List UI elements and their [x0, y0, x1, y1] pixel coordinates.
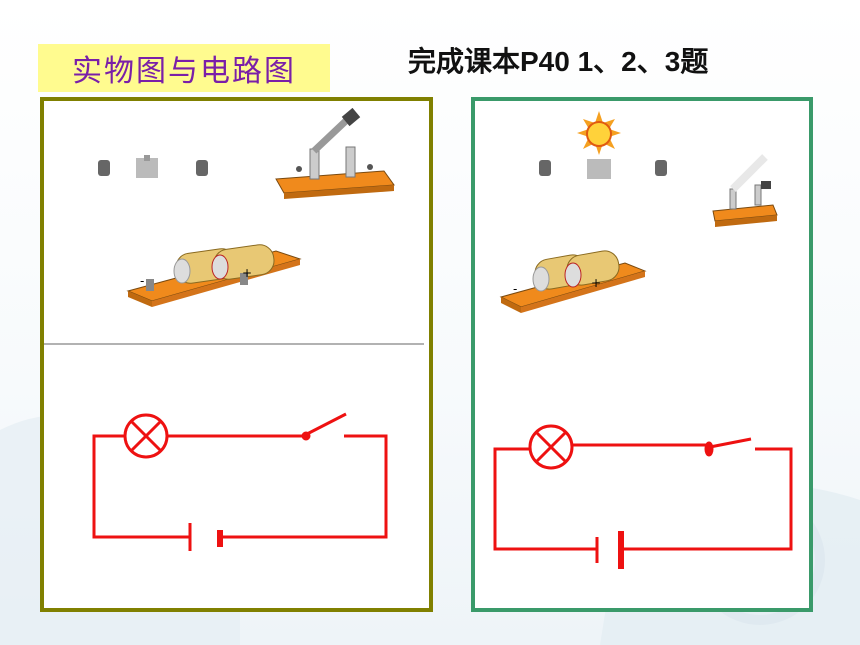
right-panel: - + [471, 97, 813, 612]
bulb-holder-left [98, 155, 208, 178]
terminal-post [98, 160, 110, 176]
circuit-wire [220, 434, 388, 539]
battery-minus-label: - [140, 274, 144, 288]
circuit-diagram-right [493, 424, 793, 569]
left-panel-drawing: - + [44, 107, 424, 551]
lamp-symbol-cross [129, 419, 163, 453]
circuit-wire [493, 447, 597, 551]
knife-switch-left [275, 107, 395, 199]
battery-holder-right: - + [499, 250, 647, 313]
battery-minus-label: - [513, 282, 517, 296]
circuit-wire [92, 434, 190, 539]
knife-switch-right [712, 154, 778, 227]
lamp-symbol-circle [123, 413, 169, 459]
left-panel: - + [40, 97, 433, 612]
battery-plus-label: + [242, 266, 252, 280]
lit-bulb [577, 111, 621, 155]
assignment-text: 完成课本P40 1、2、3题 [408, 46, 709, 77]
bulb-holder-right [539, 159, 667, 179]
switch-blade [709, 437, 752, 449]
lamp-symbol-cross [534, 430, 568, 464]
terminal-post [196, 160, 208, 176]
right-panel-drawing: - + [493, 111, 793, 569]
battery-holder-left: - + [126, 244, 302, 307]
slide-title-box: 实物图与电路图 [38, 44, 330, 92]
switch-blade [306, 412, 347, 436]
bulb-socket [136, 158, 158, 178]
lamp-symbol-circle [528, 424, 574, 470]
circuit-wire [621, 447, 793, 551]
circuit-diagram-left [92, 412, 388, 551]
battery-plus-label: + [591, 276, 601, 290]
slide-title: 实物图与电路图 [72, 54, 296, 89]
